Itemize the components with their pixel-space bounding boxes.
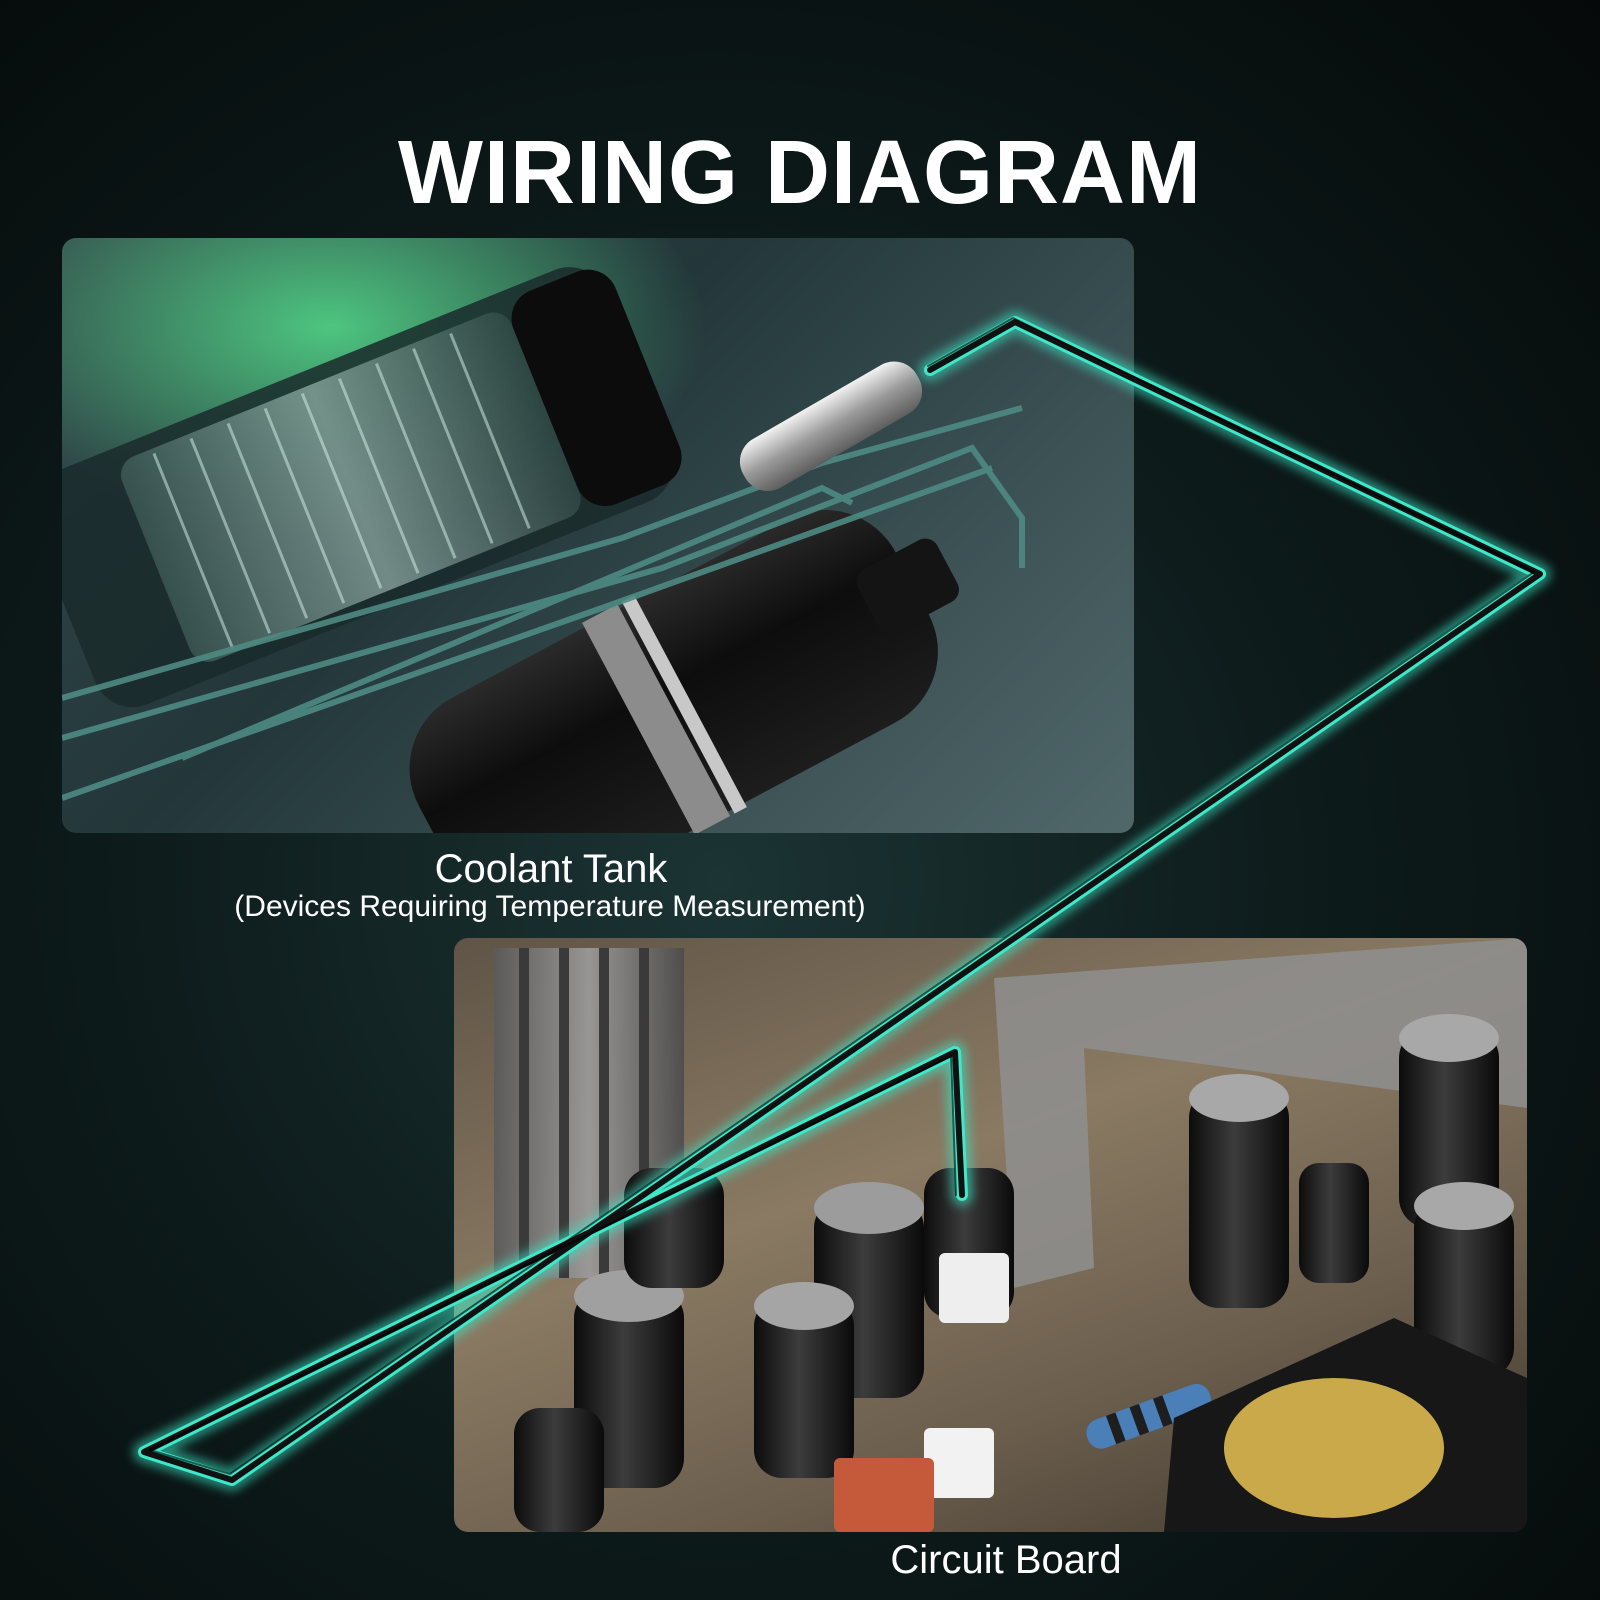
coolant-tank-sublabel: (Devices Requiring Temperature Measureme… — [234, 890, 866, 923]
diagram-title: WIRING DIAGRAM — [398, 123, 1202, 223]
circuit-board-image — [454, 938, 1527, 1532]
coolant-tank-image — [62, 238, 1134, 833]
circuit-board-label: Circuit Board — [890, 1538, 1122, 1582]
coolant-tank-label: Coolant Tank — [434, 847, 668, 891]
